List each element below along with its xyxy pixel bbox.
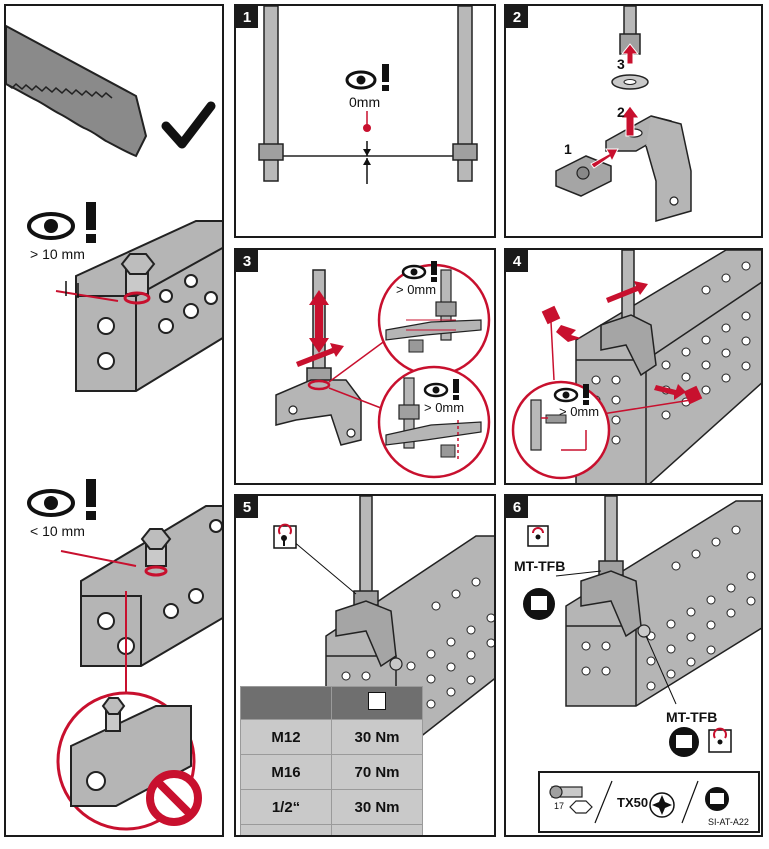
torque-table: M12 30 Nm M16 70 Nm 1/2“ 30 Nm 5/8“ 70 N… <box>240 686 423 835</box>
torx-icon <box>649 792 675 818</box>
table-cell: 5/8“ <box>240 824 332 835</box>
hex-nut-icon <box>569 800 593 814</box>
step-panel-1: 1 0mm <box>234 4 496 238</box>
panel1-drawing <box>258 6 478 184</box>
eye-icon <box>27 489 75 517</box>
doc-code-label: SI-AT-A22 <box>708 817 749 827</box>
exclamation-icon <box>382 64 389 91</box>
detail-circle <box>377 365 491 479</box>
step-number: 3 <box>236 250 258 272</box>
torque-wrench-icon <box>708 727 732 753</box>
table-header-cell <box>240 686 332 720</box>
panel6-drawing <box>523 496 761 757</box>
eye-icon <box>345 70 377 90</box>
table-cell: 30 Nm <box>331 719 423 755</box>
eye-icon <box>423 382 449 398</box>
exclamation-icon <box>453 379 459 400</box>
eye-icon <box>27 212 75 240</box>
exclamation-icon <box>86 202 96 243</box>
part-label-top: MT-TFB <box>514 558 566 574</box>
table-cell: 1/2“ <box>240 789 332 825</box>
saw-blade-icon <box>6 24 148 158</box>
torque-wrench-icon <box>273 523 297 549</box>
step-number: 4 <box>506 250 528 272</box>
panel3-drawing <box>275 261 491 479</box>
step-label-3: 3 <box>617 56 625 72</box>
prohibited-icon <box>146 770 202 826</box>
panel2-drawing <box>555 6 692 222</box>
table-header-cell <box>331 686 423 720</box>
channel-profile-bottom <box>60 505 222 716</box>
step-number: 2 <box>506 6 528 28</box>
step-panel-3: 3 <box>234 248 496 485</box>
step-panel-2: 2 1 2 3 <box>504 4 763 238</box>
gap-label: > 0mm <box>559 404 600 419</box>
table-cell: M16 <box>240 754 332 790</box>
part-label-bottom: MT-TFB <box>666 709 718 725</box>
manual-icon <box>523 588 555 620</box>
eye-icon <box>553 387 579 403</box>
manual-icon <box>705 787 729 811</box>
step-number: 5 <box>236 496 258 518</box>
detail-circle <box>377 261 491 377</box>
measure-bottom-label: < 10 mm <box>30 523 85 539</box>
channel-profile-top <box>55 220 222 392</box>
table-cell: M12 <box>240 719 332 755</box>
step-panel-6: 6 <box>504 494 763 837</box>
left-panel-drawing <box>6 24 222 831</box>
tool-legend-drawing <box>549 780 729 824</box>
table-row: M12 30 Nm <box>240 719 423 755</box>
detail-circle <box>511 380 611 480</box>
gap-label-bottom: > 0mm <box>424 400 465 415</box>
tool-size-label: 17 <box>554 801 565 811</box>
torque-wrench-icon <box>368 692 386 710</box>
checkmark-icon <box>161 101 216 149</box>
measure-top-label: > 10 mm <box>30 246 85 262</box>
tool-legend: 17 TX50 SI-AT-A22 <box>538 771 760 833</box>
table-row: 5/8“ 70 Nm <box>240 824 423 835</box>
table-header-row <box>240 686 423 720</box>
exclamation-icon <box>86 479 96 520</box>
step-label-1: 1 <box>564 141 572 157</box>
left-panel: > 10 mm < 10 mm <box>4 4 224 837</box>
eye-icon <box>401 264 427 280</box>
gap-label-top: > 0mm <box>396 282 437 297</box>
socket-wrench-icon <box>549 785 583 799</box>
exclamation-icon <box>583 384 589 405</box>
table-cell: 70 Nm <box>331 754 423 790</box>
exclamation-icon <box>431 261 437 282</box>
panel4-drawing <box>511 250 761 483</box>
gap-label: 0mm <box>349 94 381 110</box>
table-row: 1/2“ 30 Nm <box>240 789 423 825</box>
table-row: M16 70 Nm <box>240 754 423 790</box>
step-panel-5: 5 M12 30 Nm <box>234 494 496 837</box>
step-number: 6 <box>506 496 528 518</box>
step-label-2: 2 <box>617 104 625 120</box>
table-cell: 70 Nm <box>331 824 423 835</box>
table-cell: 30 Nm <box>331 789 423 825</box>
bit-label: TX50 <box>617 795 649 810</box>
step-panel-4: 4 <box>504 248 763 485</box>
manual-icon <box>669 727 699 757</box>
step-number: 1 <box>236 6 258 28</box>
torque-wrench-icon <box>527 525 549 547</box>
bolt-icon <box>541 305 703 405</box>
arrow-icon <box>590 43 640 169</box>
